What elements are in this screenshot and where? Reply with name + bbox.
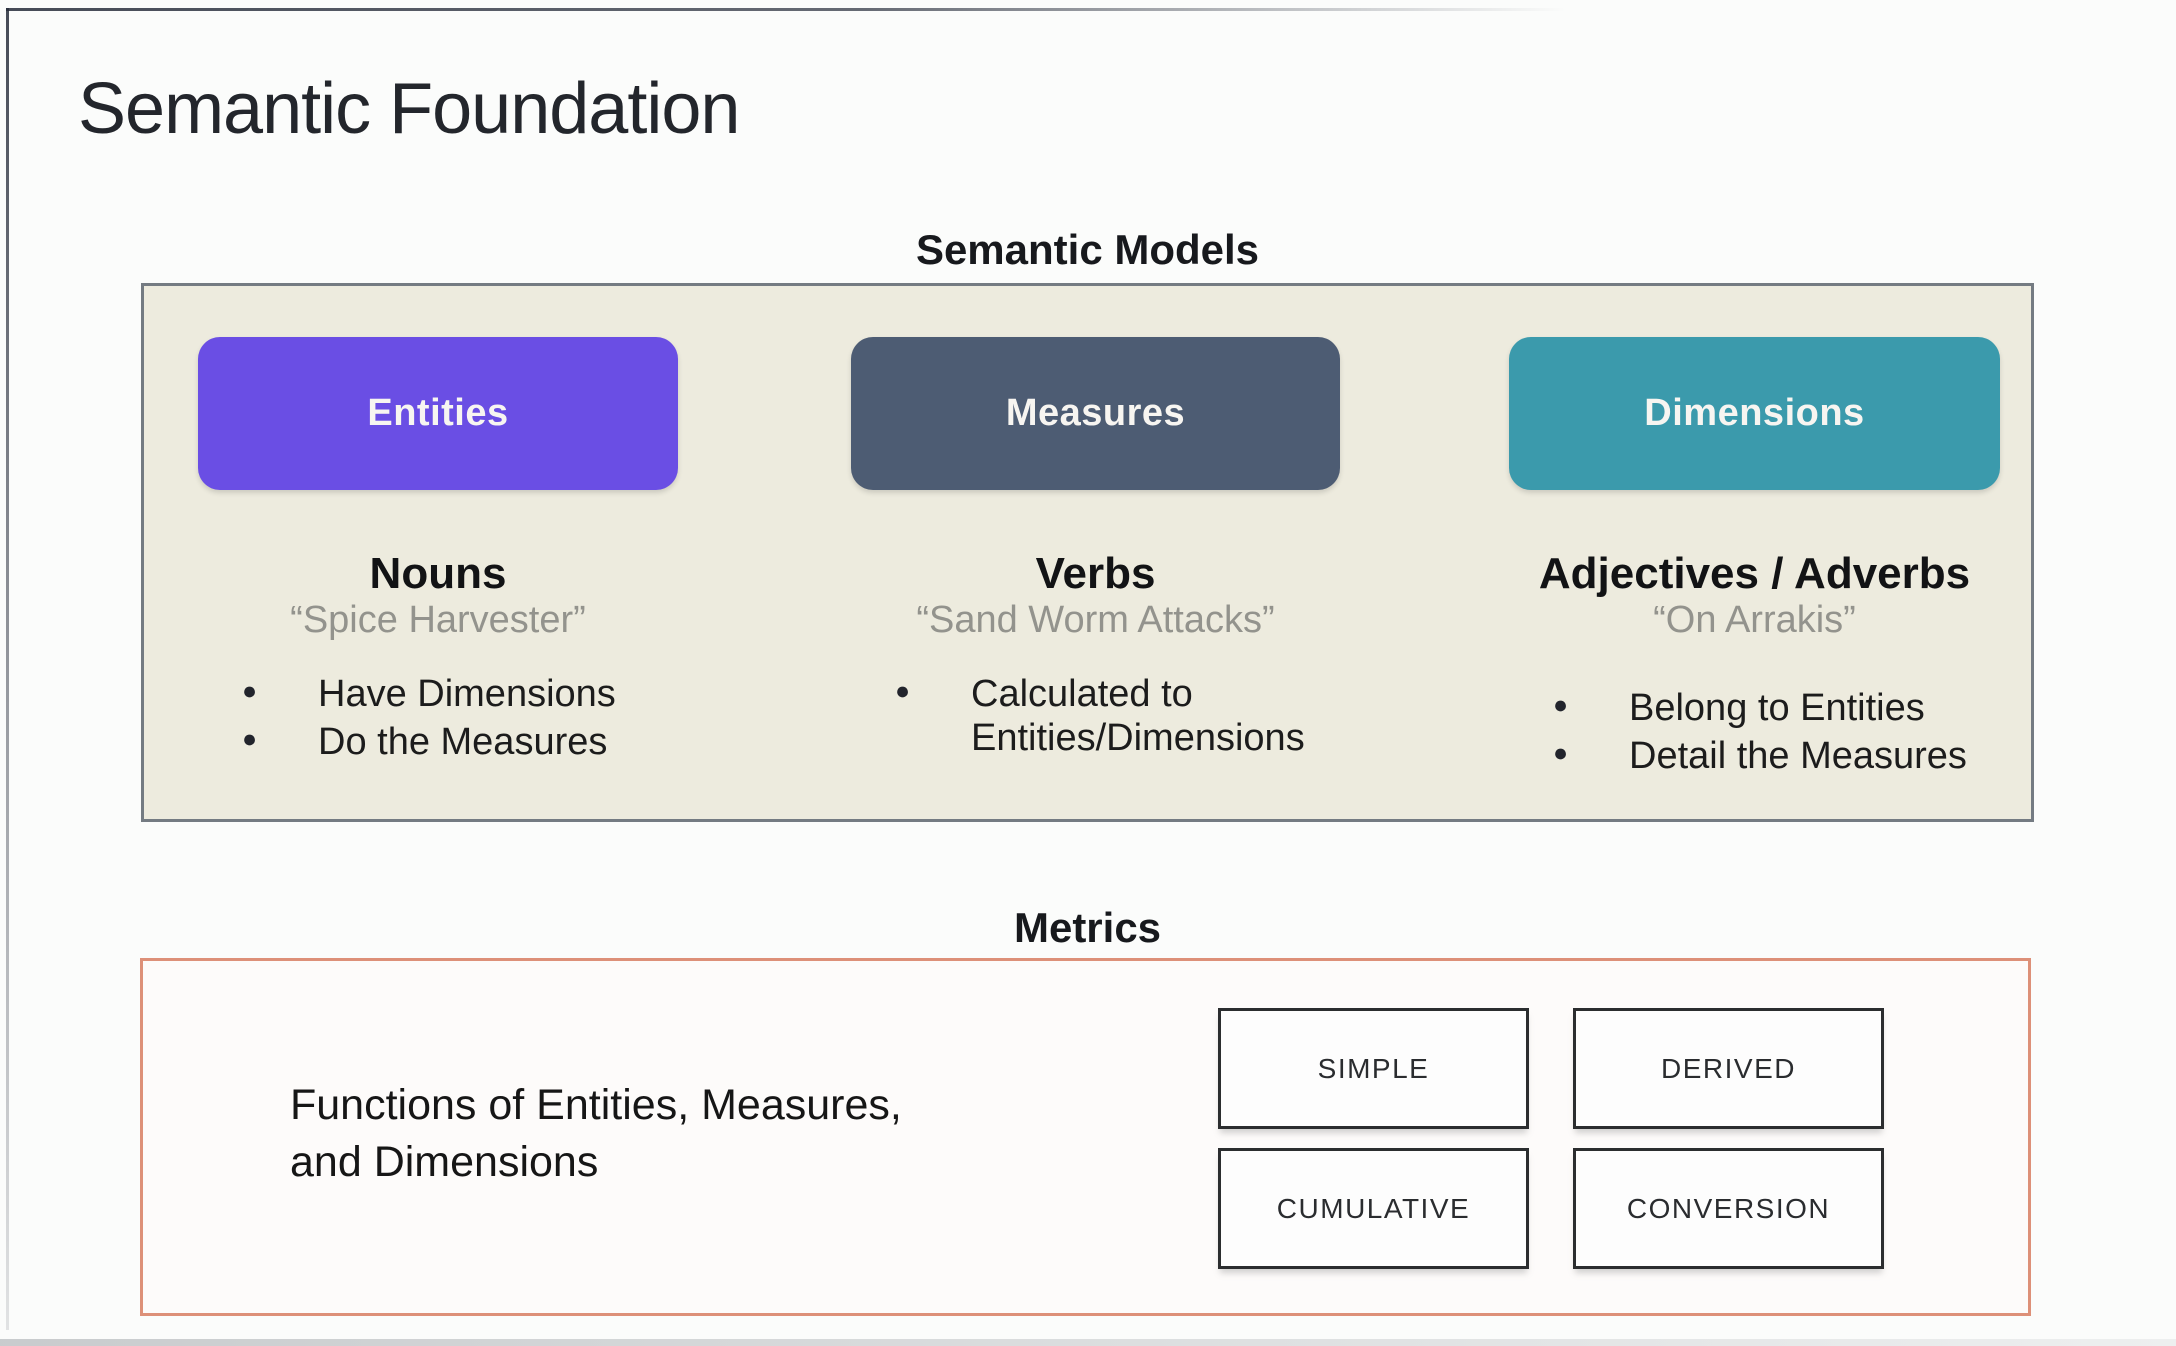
window-edge-top xyxy=(6,8,1566,11)
metrics-description-line-2: and Dimensions xyxy=(290,1137,599,1186)
measures-part-of-speech: Verbs xyxy=(1035,549,1156,598)
entities-column: Entities Nouns “Spice Harvester” Have Di… xyxy=(198,337,678,768)
slide-title: Semantic Foundation xyxy=(78,69,740,149)
window-edge-left xyxy=(6,8,9,1330)
window-edge-bottom xyxy=(0,1339,2176,1346)
bullet-item: Have Dimensions xyxy=(198,672,678,716)
dimensions-column: Dimensions Adjectives / Adverbs “On Arra… xyxy=(1509,337,2000,782)
bullet-item: Belong to Entities xyxy=(1509,686,2000,730)
metrics-description: Functions of Entities, Measures, and Dim… xyxy=(290,1077,902,1191)
measures-column: Measures Verbs “Sand Worm Attacks” Calcu… xyxy=(851,337,1340,764)
bullet-item: Detail the Measures xyxy=(1509,734,2000,778)
bullet-item: Do the Measures xyxy=(198,720,678,764)
dimensions-bullet-list: Belong to Entities Detail the Measures xyxy=(1509,686,2000,778)
metric-type-conversion: CONVERSION xyxy=(1573,1148,1884,1269)
dimensions-part-of-speech: Adjectives / Adverbs xyxy=(1538,549,1971,598)
measures-bullet-list: Calculated to Entities/Dimensions xyxy=(851,672,1340,760)
metric-type-simple: SIMPLE xyxy=(1218,1008,1529,1129)
metrics-panel: Functions of Entities, Measures, and Dim… xyxy=(140,958,2031,1316)
bullet-item: Calculated to Entities/Dimensions xyxy=(851,672,1340,760)
metrics-description-line-1: Functions of Entities, Measures, xyxy=(290,1081,902,1129)
metrics-heading: Metrics xyxy=(1013,904,1162,951)
entities-pill: Entities xyxy=(198,337,678,490)
dimensions-example-quote: “On Arrakis” xyxy=(1653,599,1856,642)
measures-pill: Measures xyxy=(851,337,1340,490)
entities-example-quote: “Spice Harvester” xyxy=(290,599,586,642)
metric-type-derived: DERIVED xyxy=(1573,1008,1884,1129)
entities-part-of-speech: Nouns xyxy=(369,549,507,598)
entities-bullet-list: Have Dimensions Do the Measures xyxy=(198,672,678,764)
dimensions-pill: Dimensions xyxy=(1509,337,2000,490)
semantic-models-heading: Semantic Models xyxy=(915,226,1260,273)
metric-type-cumulative: CUMULATIVE xyxy=(1218,1148,1529,1269)
measures-example-quote: “Sand Worm Attacks” xyxy=(916,599,1275,642)
